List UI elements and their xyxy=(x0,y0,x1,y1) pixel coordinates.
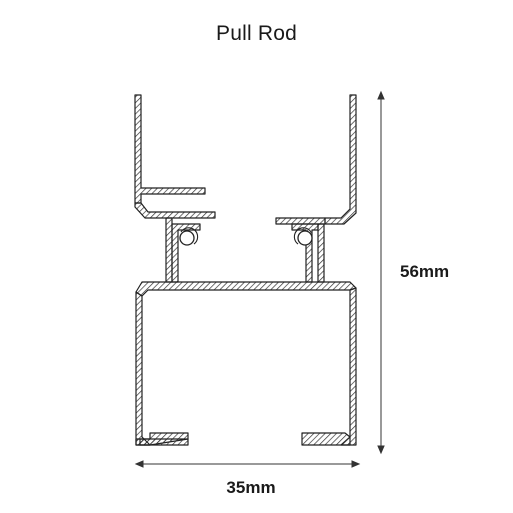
height-arrow-top xyxy=(377,90,385,100)
diagram-title: Pull Rod xyxy=(216,22,297,45)
height-arrow-bottom xyxy=(377,445,385,455)
left-upper-arm xyxy=(134,202,216,219)
right-upper-wall xyxy=(324,94,357,225)
right-connector xyxy=(317,223,325,283)
width-dimension-label: 35mm xyxy=(226,478,276,497)
left-upper-wall xyxy=(134,94,206,204)
left-connector xyxy=(165,217,173,283)
right-screw-channel xyxy=(297,230,313,246)
box-bottom-left-lip xyxy=(139,438,189,446)
box-top xyxy=(135,281,357,297)
right-upper-arm xyxy=(275,217,326,225)
width-arrow-left xyxy=(134,460,144,468)
box-left-wall xyxy=(135,291,151,446)
box-bottom-right-lip xyxy=(301,432,351,446)
box-right-wall xyxy=(340,287,357,446)
height-dimension-label: 56mm xyxy=(400,262,450,281)
width-arrow-right xyxy=(351,460,361,468)
left-screw-channel xyxy=(179,230,195,246)
